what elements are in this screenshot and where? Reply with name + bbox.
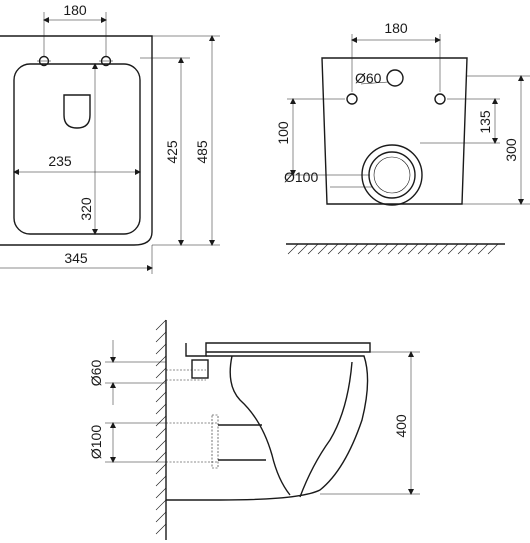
side-view-wall: [155, 319, 167, 540]
side-view-bowl-inner: [229, 355, 353, 498]
top-view-inner-bowl: [13, 63, 141, 235]
side-dim-d60: Ø60: [88, 360, 104, 387]
rear-dim-d60: Ø60: [355, 70, 382, 86]
top-dim-425: 425: [164, 140, 180, 164]
rear-view-body: [321, 57, 468, 205]
rear-dim-180: 180: [384, 20, 408, 36]
side-view-seat: [185, 342, 371, 357]
top-dim-235: 235: [48, 153, 72, 169]
side-view-bowl-outer: [166, 355, 369, 501]
rear-view-mounting-holes: [287, 34, 500, 105]
top-dim-485: 485: [194, 140, 210, 164]
rear-dim-300: 300: [503, 138, 519, 162]
side-view: Ø60 Ø100 400: [88, 319, 420, 540]
rear-view-pipe-large: [361, 144, 423, 206]
rear-dim-135: 135: [477, 110, 493, 134]
side-dim-d100: Ø100: [88, 425, 104, 459]
side-dim-400: 400: [393, 414, 409, 438]
top-dim-345: 345: [64, 250, 88, 266]
top-view-outline: [0, 35, 153, 246]
side-view-pipe-small: [166, 359, 209, 381]
top-dim-320: 320: [78, 197, 94, 221]
rear-view: Ø60 180 Ø100 100 135 3: [275, 20, 530, 255]
top-view-mounting-holes: [37, 12, 113, 67]
top-view-drain: [63, 94, 91, 129]
rear-dim-d100: Ø100: [284, 169, 318, 185]
top-dim-180: 180: [63, 2, 87, 18]
rear-view-pipe-small: [386, 69, 404, 87]
rear-view-floor: [286, 243, 505, 255]
rear-dim-100: 100: [275, 121, 291, 145]
side-view-pipe-large: [166, 414, 266, 469]
top-view: 180 235 320 425 485 345: [0, 2, 220, 274]
